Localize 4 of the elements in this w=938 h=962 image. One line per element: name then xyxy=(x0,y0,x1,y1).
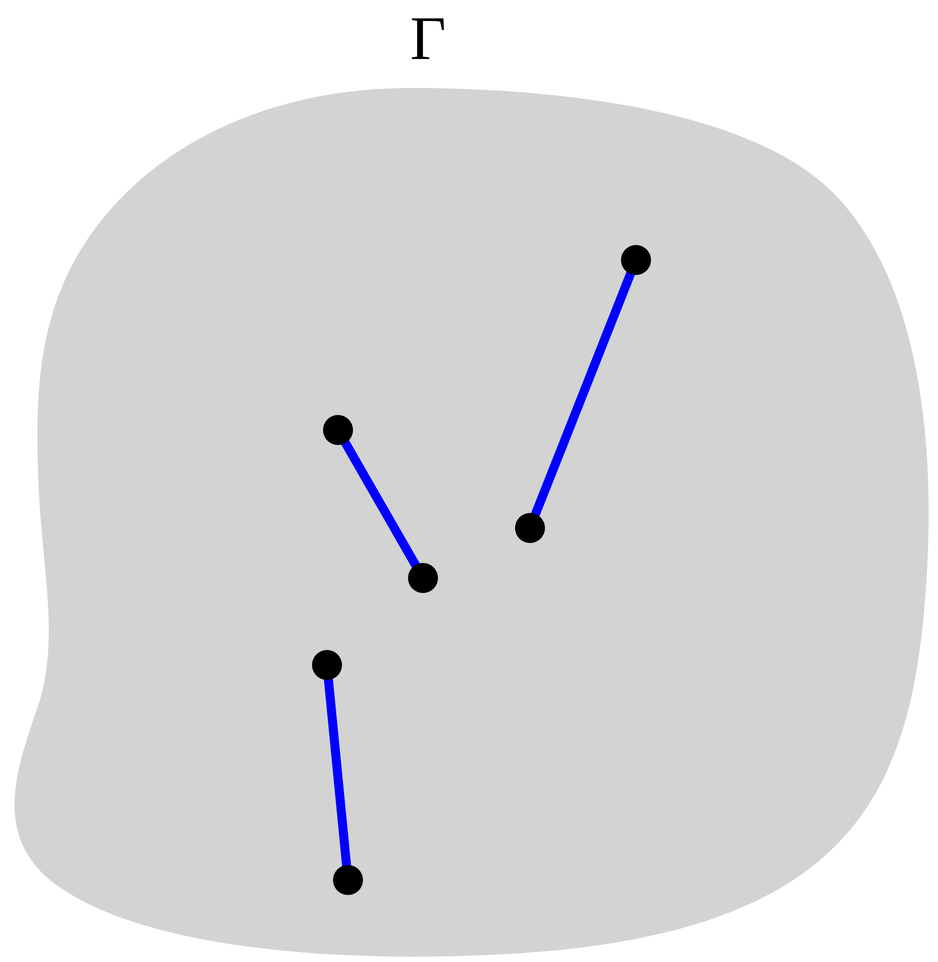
line-segment xyxy=(324,678,352,866)
line-segment xyxy=(530,271,636,517)
line-segment xyxy=(341,440,420,568)
region-label: Γ xyxy=(409,8,447,70)
